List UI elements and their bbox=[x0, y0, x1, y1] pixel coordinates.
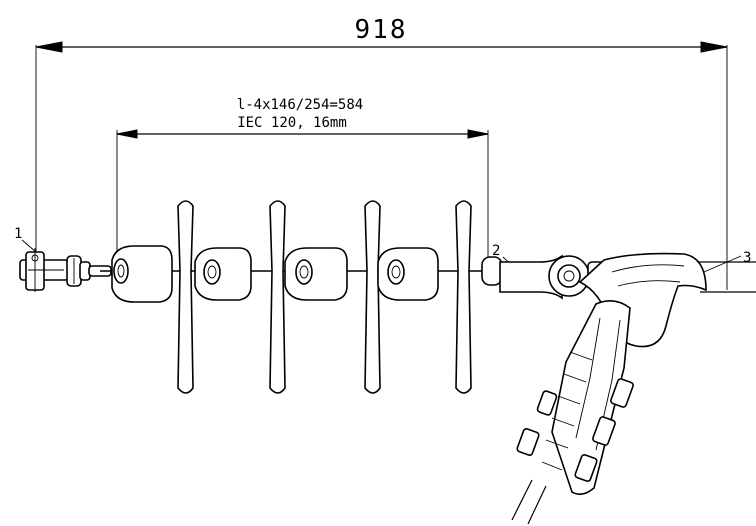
callout-1-label: 1 bbox=[14, 226, 22, 242]
clevis-fitting bbox=[19, 248, 112, 292]
callout-2-label: 2 bbox=[492, 243, 500, 259]
callout-1: 1 bbox=[14, 226, 37, 253]
insulator-unit-3 bbox=[284, 200, 381, 394]
insulator-unit-1 bbox=[111, 200, 194, 394]
insulator-unit-2 bbox=[194, 200, 286, 394]
suspension-clamp bbox=[511, 252, 756, 525]
overall-dimension-label: 918 bbox=[355, 15, 408, 45]
insulator-length-dimension: l-4x146/254=584 IEC 120, 16mm bbox=[116, 97, 489, 262]
insulator-length-label: l-4x146/254=584 bbox=[237, 97, 363, 113]
overall-dimension: 918 bbox=[35, 15, 728, 290]
socket-fitting bbox=[481, 254, 612, 300]
callout-3-label: 3 bbox=[743, 250, 751, 266]
insulator-unit-4 bbox=[377, 200, 472, 394]
coupling-standard-label: IEC 120, 16mm bbox=[237, 115, 347, 131]
